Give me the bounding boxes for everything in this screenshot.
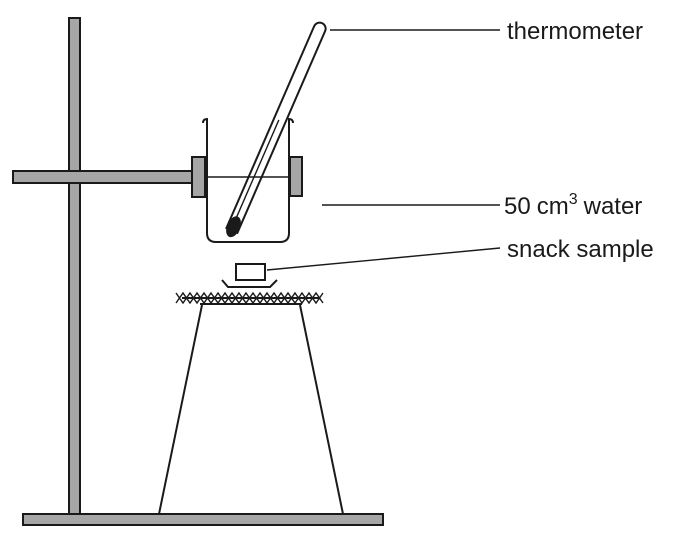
water-amount: 50 bbox=[504, 193, 531, 220]
thermometer-bulb bbox=[226, 216, 241, 238]
wire-gauze bbox=[175, 291, 324, 305]
water-word: water bbox=[583, 193, 643, 220]
retort-stand bbox=[12, 17, 384, 526]
thermometer-capillary bbox=[233, 119, 280, 223]
stand-rod bbox=[68, 17, 81, 515]
clamp-arm bbox=[12, 170, 197, 184]
snack-leader bbox=[266, 247, 501, 271]
tripod-leg-right bbox=[299, 304, 344, 515]
thermometer-label: thermometer bbox=[507, 18, 643, 45]
thermometer-glass bbox=[225, 21, 327, 235]
beaker-glass bbox=[202, 117, 294, 243]
tripod bbox=[158, 303, 344, 515]
thermometer bbox=[225, 21, 327, 238]
water-exponent: 3 bbox=[569, 191, 578, 208]
clamp-jaw-right bbox=[289, 156, 303, 197]
sample-dish bbox=[221, 279, 278, 288]
snack-sample bbox=[235, 263, 266, 281]
water-unit: cm bbox=[537, 193, 569, 220]
snack-label: snack sample bbox=[507, 236, 654, 263]
tripod-leg-left bbox=[158, 304, 203, 515]
stand-base bbox=[22, 513, 384, 526]
snack-holder bbox=[221, 263, 278, 288]
clamp-jaw-left bbox=[191, 156, 206, 198]
